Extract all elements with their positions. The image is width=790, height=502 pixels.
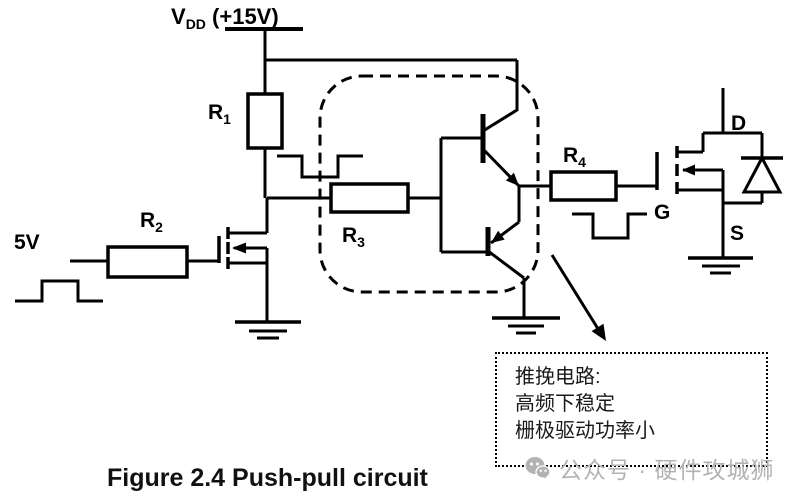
resistor-r4 — [519, 170, 657, 202]
body-arrow-icon — [232, 242, 246, 254]
annotation-line-3: 栅极驱动功率小 — [515, 420, 655, 442]
annotation-arrow — [550, 254, 606, 341]
r2-label: R2 — [140, 209, 163, 235]
r3-label: R3 — [342, 224, 365, 250]
watermark: 公众号 · 硬件攻城狮 — [524, 451, 774, 485]
resistor-r1 — [246, 92, 284, 198]
annotation-line-2: 高频下稳定 — [515, 393, 615, 415]
emitter-arrow-icon — [491, 230, 505, 243]
resistor-r2 — [70, 245, 219, 279]
input-pulse-waveform — [15, 279, 103, 303]
body-diode — [723, 133, 783, 205]
wechat-official-account-icon — [525, 456, 551, 479]
emitter-arrow-icon — [505, 172, 519, 186]
annotation-line-1: 推挽电路: — [515, 366, 601, 388]
base-bracket — [439, 136, 488, 254]
source-label: S — [730, 222, 744, 245]
ground-symbol-right — [688, 256, 753, 275]
vdd-supply — [225, 27, 519, 111]
ground-symbol-middle — [492, 316, 560, 335]
vdd-label: VDD (+15V) — [171, 4, 279, 32]
npn-transistor — [480, 108, 521, 188]
gate-label: G — [654, 201, 670, 224]
input-5v-label: 5V — [14, 231, 40, 254]
driver-mosfet — [217, 227, 269, 322]
figure-caption: Figure 2.4 Push-pull circuit — [107, 464, 428, 492]
drain-label: D — [731, 112, 746, 135]
r1-label: R1 — [208, 101, 231, 127]
resistor-r3 — [329, 182, 441, 214]
r4-label: R4 — [563, 144, 586, 170]
ground-symbol-left — [235, 320, 301, 340]
watermark-text: 公众号 · 硬件攻城狮 — [559, 457, 775, 483]
arrowhead-icon — [591, 323, 606, 341]
pnp-transistor — [485, 186, 526, 318]
power-mosfet — [655, 88, 762, 258]
annotation-box: 推挽电路: 高频下稳定 栅极驱动功率小 — [495, 352, 768, 467]
inverted-pulse-waveform-gate — [572, 212, 647, 240]
body-arrow-icon — [682, 164, 695, 176]
